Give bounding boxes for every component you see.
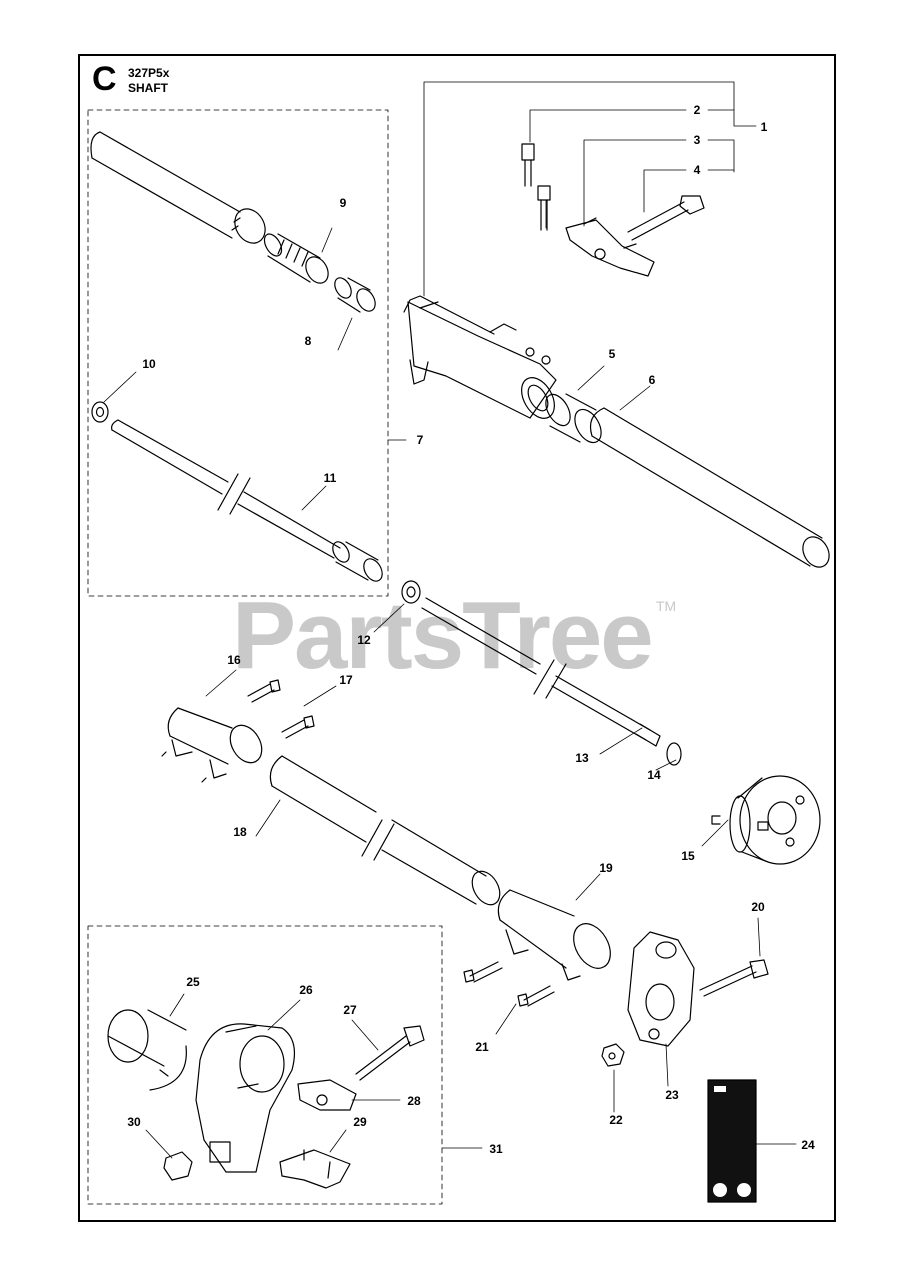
circlip-part-14 — [666, 742, 682, 766]
callout-2: 2 — [693, 103, 701, 117]
upper-tube — [90, 131, 266, 244]
watermark-text: PartsTree — [232, 582, 654, 689]
callout-26: 26 — [299, 983, 313, 997]
callout-19: 19 — [599, 861, 613, 875]
callout-7: 7 — [416, 433, 424, 447]
callout-12: 12 — [357, 633, 371, 647]
screws-part-21 — [463, 961, 555, 1007]
callout-4: 4 — [693, 163, 701, 177]
nut-part-22 — [601, 1043, 625, 1067]
callout-29: 29 — [353, 1115, 367, 1129]
callout-21: 21 — [475, 1040, 489, 1054]
callout-14: 14 — [647, 768, 661, 782]
clamp-part-19 — [497, 889, 611, 981]
bolt-part-4 — [627, 195, 705, 241]
callout-8: 8 — [304, 334, 312, 348]
group-box-7 — [87, 109, 389, 597]
callout-20: 20 — [751, 900, 765, 914]
callout-15: 15 — [681, 849, 695, 863]
callout-18: 18 — [233, 825, 247, 839]
callout-17: 17 — [339, 673, 353, 687]
callout-25: 25 — [186, 975, 200, 989]
callout-28: 28 — [407, 1094, 421, 1108]
section-model: 327P5x — [128, 66, 170, 80]
decal-part-24 — [707, 1079, 757, 1203]
bolt-part-27 — [355, 1025, 425, 1081]
bushing-part-8 — [334, 277, 376, 313]
callout-31: 31 — [489, 1142, 503, 1156]
housing-part-23 — [627, 931, 695, 1047]
callout-22: 22 — [609, 1113, 623, 1127]
shaft-collar — [332, 541, 383, 582]
clutch-drum-part-15 — [711, 775, 821, 865]
washer-part-10 — [91, 401, 109, 423]
callout-30: 30 — [127, 1115, 141, 1129]
callout-10: 10 — [142, 357, 156, 371]
section-letter: C — [92, 60, 117, 98]
section-name: SHAFT — [128, 81, 168, 95]
callout-23: 23 — [665, 1088, 679, 1102]
tube-part-6 — [589, 407, 830, 568]
bushing-part-5 — [545, 393, 602, 444]
callout-24: 24 — [801, 1138, 815, 1152]
drive-shaft-part-11 — [111, 419, 341, 559]
leader-lines — [103, 81, 797, 1159]
sleeve-part-25 — [107, 1009, 187, 1091]
callout-5: 5 — [608, 347, 616, 361]
screws-part-2 — [521, 143, 551, 231]
lever-part-28 — [297, 1079, 357, 1111]
callout-16: 16 — [227, 653, 241, 667]
callout-27: 27 — [343, 1003, 357, 1017]
lever-part-3 — [565, 217, 655, 277]
diagram-frame — [78, 54, 836, 1222]
callout-1: 1 — [760, 120, 768, 134]
callout-9: 9 — [339, 196, 347, 210]
callout-13: 13 — [575, 751, 589, 765]
watermark-tm: TM — [656, 598, 677, 614]
clamp-part-16 — [161, 707, 263, 783]
callout-3: 3 — [693, 133, 701, 147]
tube-part-18 — [269, 755, 501, 906]
group-box-31 — [87, 925, 443, 1205]
screws-part-17 — [247, 679, 315, 739]
callout-11: 11 — [323, 471, 337, 485]
washer-part-12 — [401, 580, 421, 604]
clamp-body-part-26 — [195, 1023, 295, 1173]
bolt-part-20 — [699, 959, 769, 997]
nut-part-30 — [163, 1151, 193, 1181]
callout-6: 6 — [648, 373, 656, 387]
bearing-sleeve-part-9 — [263, 233, 329, 284]
block-part-29 — [279, 1149, 351, 1189]
clamp-housing — [403, 295, 557, 419]
inner-shaft-part-13 — [421, 597, 661, 747]
